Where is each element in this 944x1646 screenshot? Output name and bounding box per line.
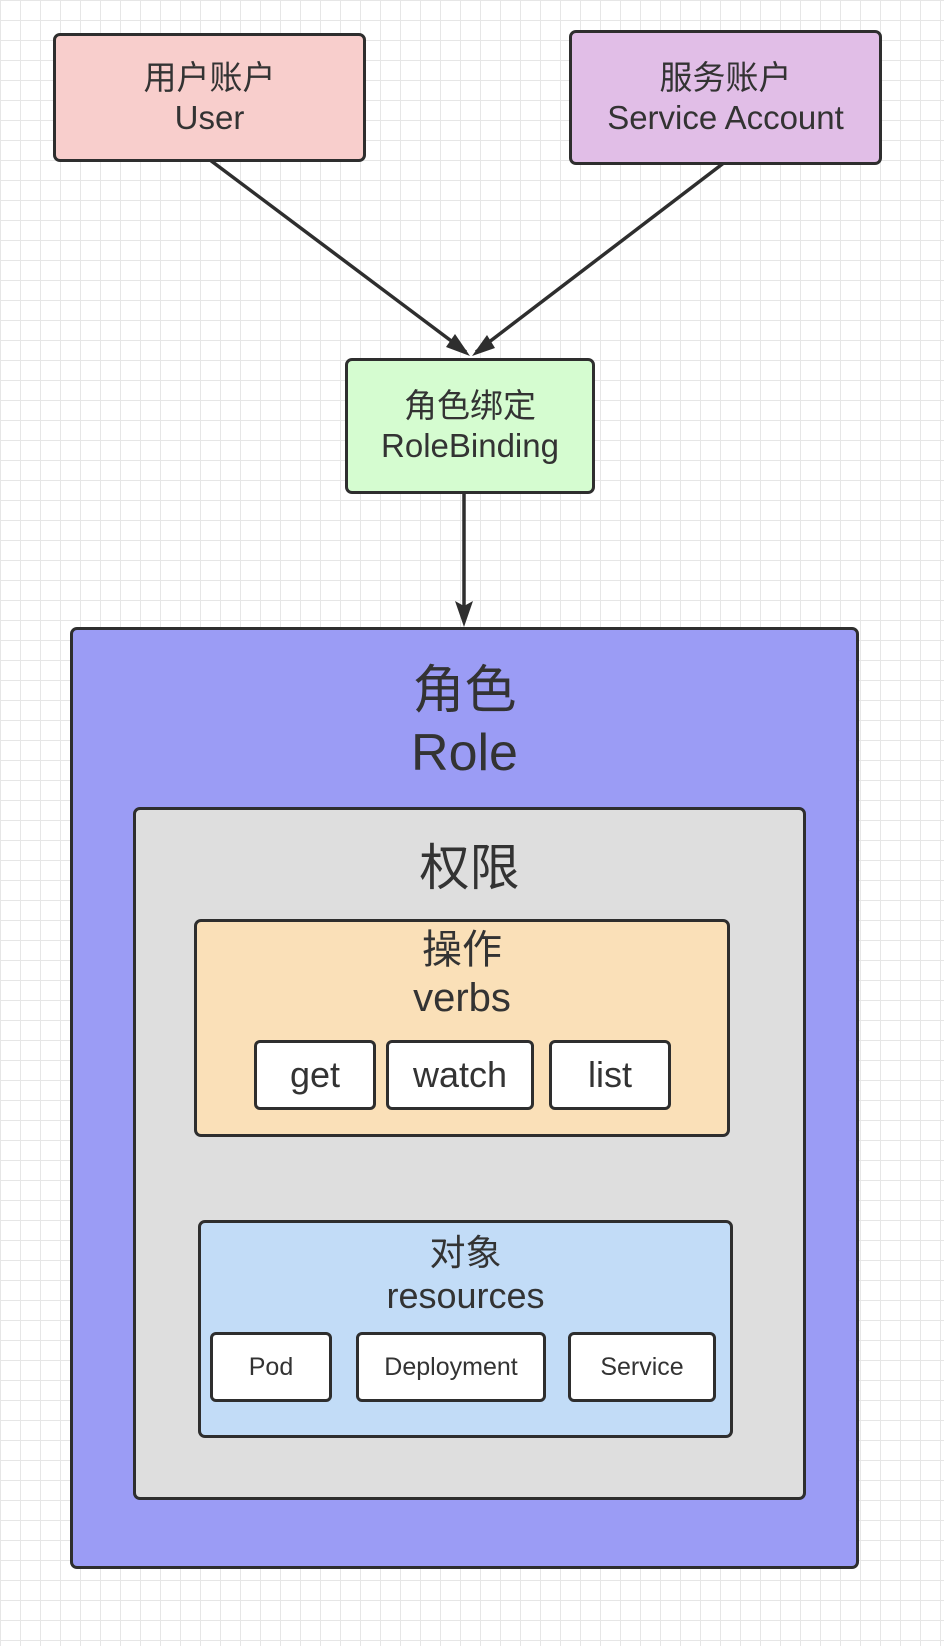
service-account-box: 服务账户 Service Account bbox=[569, 30, 882, 165]
user-account-label-zh: 用户账户 bbox=[143, 58, 276, 96]
arrowhead-user bbox=[446, 334, 470, 356]
resource-service: Service bbox=[568, 1332, 716, 1402]
role-title: 角色 Role bbox=[411, 660, 518, 785]
rolebinding-box: 角色绑定 RoleBinding bbox=[345, 358, 595, 494]
arrowhead-service-account bbox=[472, 335, 495, 356]
service-account-label-zh: 服务账户 bbox=[659, 58, 792, 96]
rolebinding-label-en: RoleBinding bbox=[381, 427, 559, 464]
resources-box: 对象 resources bbox=[198, 1220, 733, 1438]
rolebinding-label-zh: 角色绑定 bbox=[404, 387, 536, 425]
user-to-rolebinding-arrow bbox=[208, 158, 468, 354]
resource-pod: Pod bbox=[210, 1332, 332, 1402]
role-label-en: Role bbox=[411, 724, 518, 783]
service-account-to-rolebinding-arrow bbox=[474, 160, 727, 354]
verbs-label-en: verbs bbox=[413, 976, 511, 1020]
resources-label-zh: 对象 bbox=[429, 1232, 502, 1273]
role-label-zh: 角色 bbox=[412, 662, 517, 720]
user-account-label-en: User bbox=[174, 98, 245, 136]
arrowhead-role bbox=[455, 601, 473, 627]
verb-get: get bbox=[254, 1040, 376, 1110]
service-account-label-en: Service Account bbox=[607, 98, 844, 136]
resource-deployment: Deployment bbox=[356, 1332, 546, 1402]
verb-list: list bbox=[549, 1040, 671, 1110]
verbs-label-zh: 操作 bbox=[422, 928, 502, 972]
verb-watch: watch bbox=[386, 1040, 534, 1110]
resources-label-en: resources bbox=[386, 1275, 545, 1317]
user-account-box: 用户账户 User bbox=[53, 33, 366, 162]
permissions-title: 权限 bbox=[419, 840, 520, 896]
